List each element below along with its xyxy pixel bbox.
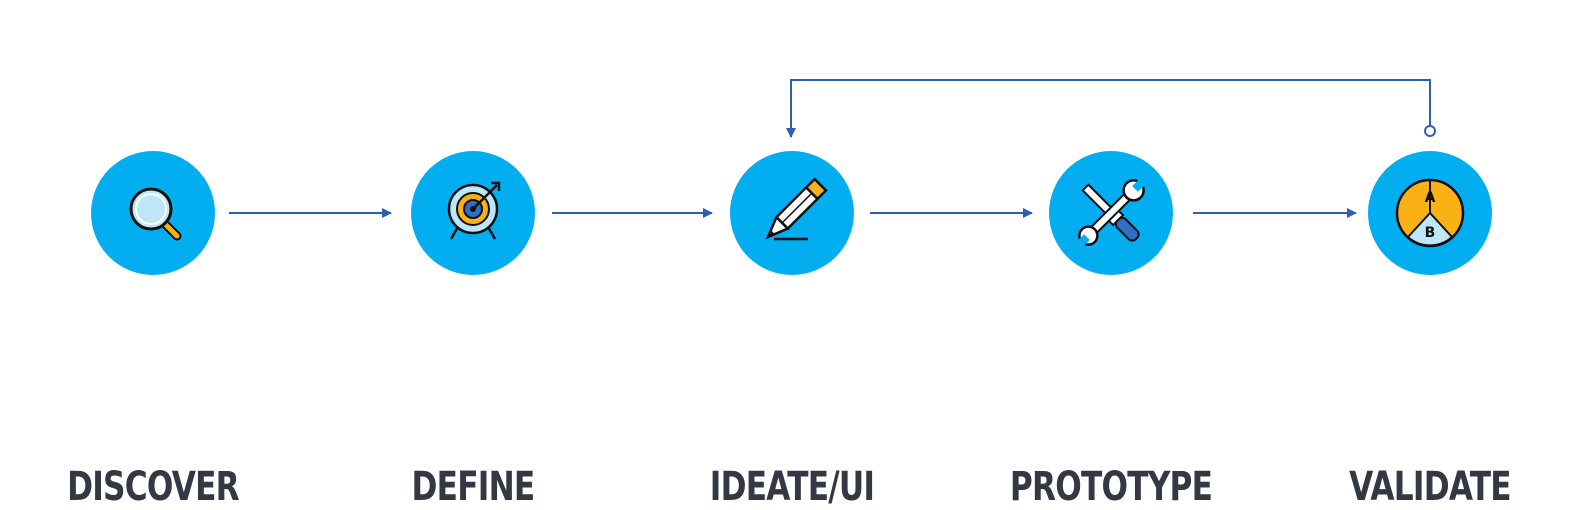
step-discover-circle <box>91 151 215 275</box>
target-icon <box>447 181 501 240</box>
step-validate-circle: A B <box>1368 151 1492 275</box>
ab-letter-b: B <box>1425 225 1436 241</box>
step-ideate-circle <box>730 151 854 275</box>
design-process-diagram: DISCOVER DEFINE <box>67 79 1512 510</box>
step-prototype-label: PROTOTYPE <box>1009 464 1213 510</box>
feedback-loop-start-dot <box>1424 125 1436 137</box>
ab-test-icon: A B <box>1395 178 1465 248</box>
step-define-label: DEFINE <box>411 464 536 510</box>
step-ideate: IDEATE/UI <box>710 151 875 510</box>
step-ideate-label: IDEATE/UI <box>709 464 875 510</box>
step-define-circle <box>411 151 535 275</box>
step-prototype: PROTOTYPE <box>1010 151 1213 510</box>
feedback-loop-validate-to-ideate <box>786 79 1431 138</box>
step-define: DEFINE <box>411 151 535 510</box>
ab-letter-a: A <box>1425 190 1436 206</box>
magnifier-icon <box>129 187 182 241</box>
connectors <box>229 79 1436 218</box>
step-validate: A B VALIDATE <box>1349 151 1512 510</box>
tools-icon <box>1077 179 1145 247</box>
step-discover-label: DISCOVER <box>67 464 240 510</box>
step-discover: DISCOVER <box>67 151 240 510</box>
step-validate-label: VALIDATE <box>1349 464 1511 510</box>
pencil-icon <box>765 177 828 241</box>
step-prototype-circle <box>1049 151 1173 275</box>
